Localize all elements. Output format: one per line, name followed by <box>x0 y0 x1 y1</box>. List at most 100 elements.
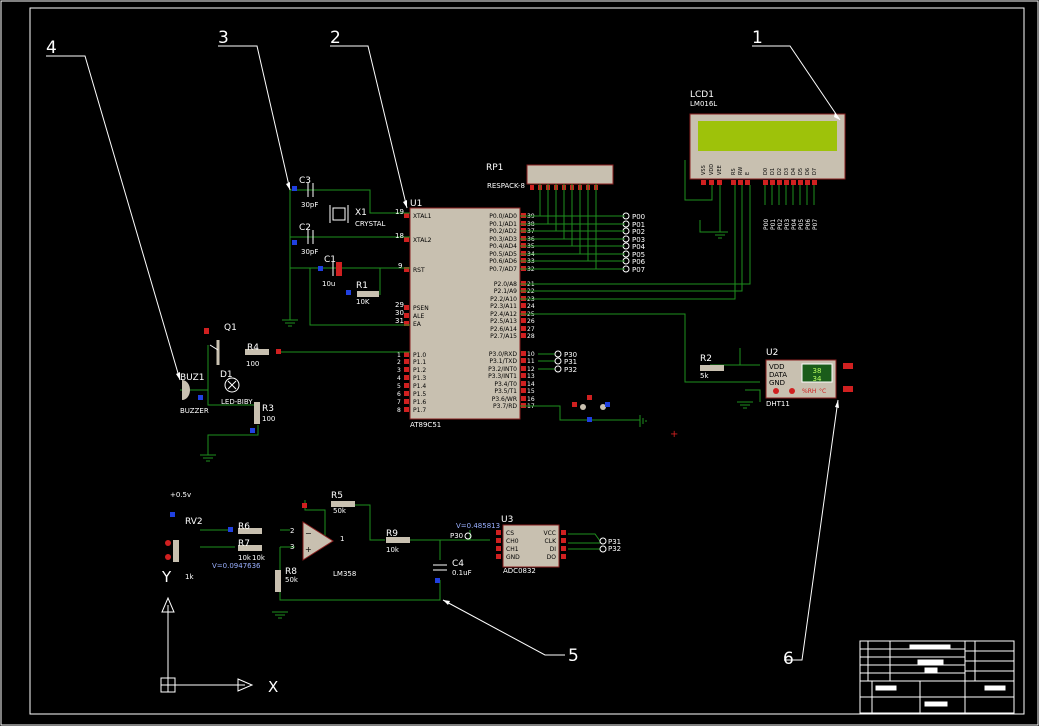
svg-text:31: 31 <box>395 317 404 325</box>
mcu-left-pin-number: 7 <box>397 399 401 406</box>
adc-left-pin-marker <box>496 546 501 551</box>
mcu-ref: U1 <box>410 199 422 209</box>
adc-left-pin-label: GND <box>506 554 520 561</box>
axis-y-label: Y <box>161 568 172 586</box>
mcu-left-pin-number: 5 <box>397 383 401 390</box>
callout-1: 1 <box>752 28 763 48</box>
p0-net-label: P02 <box>632 228 645 236</box>
r3-value: 100 <box>262 415 275 423</box>
mcu-left-pin-label: P1.1 <box>413 359 426 366</box>
mcu-right-pin-marker <box>521 388 526 393</box>
svg-text:+: + <box>305 545 312 554</box>
mcu-right-pin-number: 15 <box>527 388 535 395</box>
drawing-border <box>29 7 1025 715</box>
lcd-pin-label: D4 <box>791 168 797 175</box>
mcu-left-pin-label: P1.4 <box>413 383 426 390</box>
adc-left-pin-marker <box>496 530 501 535</box>
mcu-right-pin-number: 16 <box>527 396 535 403</box>
mcu-left-pin-label: P1.7 <box>413 407 426 414</box>
callout-leaders <box>46 45 841 661</box>
adc-right-pin-marker <box>561 538 566 543</box>
lcd-pin-label: VDD <box>709 164 715 175</box>
c4-voltage-probe: V=0.485813 <box>456 522 500 530</box>
lcd-pin-label: E <box>745 172 751 175</box>
sensor-dht11: 38 34 VDD DATA GND %RH °C U2 DHT11 <box>765 348 853 408</box>
resistor-r1: R1 10K <box>346 281 379 306</box>
mcu-right-pin-label: P2.5/A13 <box>490 318 517 325</box>
capacitor-c4: C4 0.1uF V=0.485813 <box>433 522 500 583</box>
mcu-right-pin-label: P3.4/T0 <box>494 381 517 388</box>
mcu-left-pin-marker <box>404 305 409 310</box>
mcu-left-pin-label: XTAL2 <box>413 237 432 244</box>
lcd-model: LM016L <box>690 100 717 108</box>
mcu-right-pin-label: P0.3/AD3 <box>489 236 517 243</box>
r5-ref: R5 <box>331 491 343 501</box>
lcd-net-label: P01 <box>770 219 777 230</box>
adc-right-pin-label: DI <box>550 546 557 553</box>
p0-net-label: P06 <box>632 258 646 266</box>
u3-ref: U3 <box>501 515 513 525</box>
resistor-r8: R8 50k <box>275 567 299 592</box>
mcu-left-pin-number: 8 <box>397 407 401 414</box>
r3-ref: R3 <box>262 404 274 414</box>
r4-ref: R4 <box>247 343 259 353</box>
p0-net-label: P04 <box>632 243 646 251</box>
mcu-ctrl-pin-numbers: 29 30 31 <box>395 301 404 325</box>
r2-value: 5k <box>700 372 709 380</box>
mcu-model: AT89C51 <box>410 421 441 429</box>
mcu-right-pin-label: P0.5/AD5 <box>489 251 517 258</box>
potentiometer-rv2: +0.5v RV2 1k V=0.0947636 <box>165 491 261 581</box>
mcu-left-pin-label: ALE <box>413 313 424 320</box>
lcd-pin-label: D1 <box>770 168 776 175</box>
mcu-right-pin-label: P2.6/A14 <box>490 326 517 333</box>
lcd-net-label: P03 <box>784 219 791 230</box>
r6-ref: R6 <box>238 522 250 532</box>
dht11-rh-label: %RH <box>802 388 816 395</box>
mcu-left-pin-marker <box>404 359 409 364</box>
r5-value: 50k <box>333 507 347 515</box>
mcu-right-pin-marker <box>521 318 526 323</box>
mcu-right-pin-number: 24 <box>527 303 535 310</box>
rv2-voltage-probe: V=0.0947636 <box>212 562 261 570</box>
mcu-at89c51: U1 AT89C51 XTAL1XTAL2RSTPSENALEEAP1.01P1… <box>397 199 646 429</box>
mcu-right-pin-label: P3.7/RD <box>493 403 517 410</box>
mcu-right-pin-label: P2.1/A9 <box>494 288 517 295</box>
buz1-model: BUZZER <box>180 407 209 415</box>
dht11-temp-label: °C <box>819 388 826 395</box>
c1-ref: C1 <box>324 255 336 265</box>
rp1-ref: RP1 <box>486 163 503 173</box>
svg-text:+: + <box>670 429 678 440</box>
mcu-left-pin-label: RST <box>413 267 425 274</box>
dht11-humidity-readout: 34 <box>813 375 822 383</box>
rv2-supply: +0.5v <box>170 491 191 499</box>
mcu-right-pin-label: P2.4/A12 <box>490 311 517 318</box>
mcu-left-pin-number: 4 <box>397 375 401 382</box>
svg-text:9: 9 <box>398 262 402 270</box>
mcu-right-pin-marker <box>521 373 526 378</box>
p3-net-terminal <box>554 365 562 373</box>
adc-right-pin-label: DO <box>547 554 557 561</box>
svg-text:19: 19 <box>395 208 404 216</box>
mcu-left-pin-marker <box>404 213 409 218</box>
p3-net-label: P32 <box>564 366 577 374</box>
lcd-pin-label: D7 <box>812 168 818 175</box>
dht11-pin-gnd: GND <box>769 379 785 387</box>
svg-text:18: 18 <box>395 232 404 240</box>
mcu-right-pin-label: P3.6/WR <box>492 396 517 403</box>
mcu-left-pin-label: XTAL1 <box>413 213 432 220</box>
lcd-pin-marker <box>731 180 736 185</box>
lcd-pin-marker <box>717 180 722 185</box>
p3-net-terminal <box>554 357 562 365</box>
mcu-right-pin-label: P2.2/A10 <box>490 296 517 303</box>
mcu-right-pin-number: 26 <box>527 318 535 325</box>
r4-value: 100 <box>246 360 259 368</box>
mcu-left-pin-marker <box>404 391 409 396</box>
resistor-r6: R6 10k <box>228 522 262 562</box>
mcu-left-pin-marker <box>404 407 409 412</box>
mcu-right-pin-label: P3.0/RXD <box>489 351 517 358</box>
c3-ref: C3 <box>299 176 311 186</box>
lcd-pin-label: VSS <box>701 165 707 175</box>
adc-left-pin-label: CH0 <box>506 538 519 545</box>
